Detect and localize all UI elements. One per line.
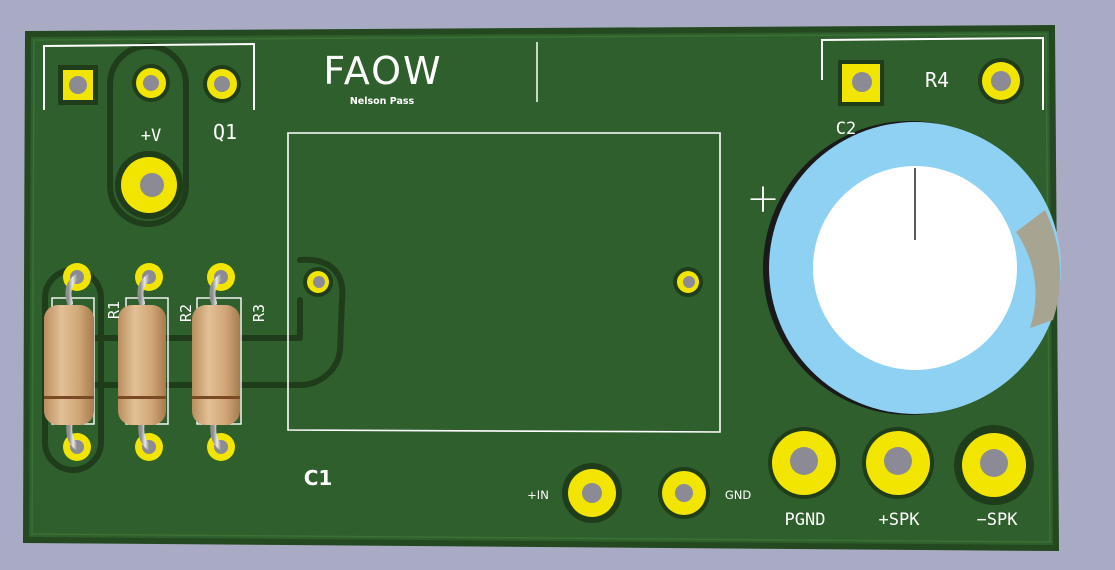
c1-outline bbox=[287, 132, 721, 433]
label-in: +IN bbox=[527, 488, 549, 502]
resistor-r2 bbox=[118, 274, 166, 450]
label-pgnd: PGND bbox=[785, 510, 826, 530]
label-r1: R1 bbox=[105, 301, 123, 319]
gnd-pad bbox=[658, 467, 710, 519]
resistor-r1 bbox=[44, 274, 94, 450]
label-c2-polarity: + bbox=[746, 176, 780, 222]
q1-pad-3 bbox=[203, 65, 241, 103]
q1-outline bbox=[43, 42, 255, 110]
capacitor-c2 bbox=[763, 121, 1061, 415]
board-author: Nelson Pass bbox=[350, 96, 415, 107]
pgnd-pad bbox=[768, 427, 840, 499]
label-r4: R4 bbox=[925, 68, 949, 92]
label-c2: C2 bbox=[836, 119, 856, 139]
r4-outline bbox=[821, 36, 1044, 110]
r4-pad-1 bbox=[838, 60, 884, 106]
label-spk-plus: +SPK bbox=[879, 510, 921, 530]
label-q1: Q1 bbox=[213, 120, 237, 144]
plus-v-pad bbox=[115, 151, 183, 219]
label-r3: R3 bbox=[250, 304, 268, 322]
label-r2: R2 bbox=[177, 304, 195, 322]
c1-pad-1 bbox=[303, 267, 333, 297]
spk-minus-pad bbox=[954, 425, 1034, 505]
resistor-r3 bbox=[192, 274, 240, 450]
spk-plus-pad bbox=[862, 427, 934, 499]
pcb-board bbox=[22, 24, 1060, 552]
label-gnd: GND bbox=[725, 488, 752, 502]
board-inner-edge bbox=[31, 33, 1051, 543]
label-spk-minus: −SPK bbox=[977, 510, 1019, 530]
q1-pad-2 bbox=[132, 64, 170, 102]
q1-pad-1 bbox=[58, 65, 98, 105]
label-c1: C1 bbox=[304, 466, 333, 490]
label-plus-v: +V bbox=[141, 126, 161, 146]
r4-pad-2 bbox=[978, 58, 1024, 104]
in-pad bbox=[562, 463, 622, 523]
c1-pad-2 bbox=[673, 267, 703, 297]
board-title: FAOW bbox=[323, 49, 442, 93]
